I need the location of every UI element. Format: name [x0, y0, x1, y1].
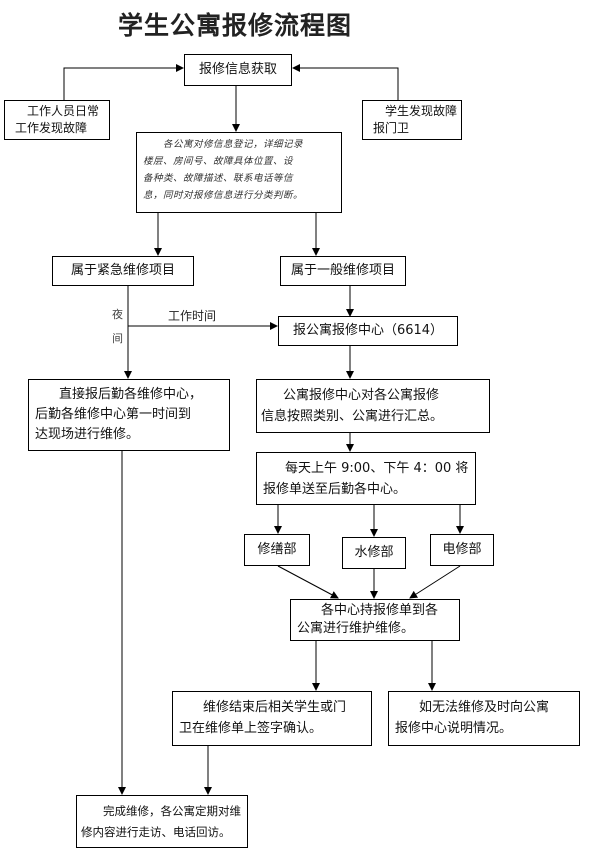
node-student-discovery: 学生发现故障 报门卫	[362, 100, 462, 140]
node-explain: 如无法维修及时向公寓 报修中心说明情况。	[388, 691, 580, 746]
node-maintain: 各中心持报修单到各 公寓进行维护维修。	[290, 599, 460, 641]
node-complete-line-2: 修内容进行走访、电话回访。	[81, 825, 231, 839]
connector-staff-to-info	[63, 64, 184, 100]
node-maintain-line-1: 各中心持报修单到各	[321, 603, 439, 618]
node-direct-report: 直接报后勤各维修中心， 后勤各维修中心第一时间到 达现场进行维修。	[28, 379, 230, 451]
node-confirm: 维修结束后相关学生或门 卫在维修单上签字确认。	[172, 691, 372, 746]
node-dept-water-label: 水修部	[354, 545, 394, 560]
node-dept-repair: 修缮部	[244, 534, 310, 566]
node-report-center-label: 报公寓报修中心（6614）	[292, 323, 444, 338]
node-maintain-line-2: 公寓进行维护维修。	[297, 621, 415, 636]
node-student-line-2: 报门卫	[373, 121, 410, 135]
node-student-line-1: 学生发现故障	[385, 104, 458, 118]
node-summary-line-1: 公寓报修中心对各公寓报修	[283, 388, 440, 403]
node-confirm-line-1: 维修结束后相关学生或门	[203, 700, 347, 715]
node-general: 属于一般维修项目	[280, 256, 406, 286]
connector-student-to-info	[292, 64, 399, 100]
label-work-time: 工作时间	[168, 309, 217, 323]
node-dept-power-label: 电修部	[442, 542, 482, 557]
node-dept-water: 水修部	[342, 537, 406, 569]
node-staff-line-1: 工作人员日常	[27, 104, 100, 118]
node-dept-repair-label: 修缮部	[257, 542, 297, 557]
node-complete-line-1: 完成维修，各公寓定期对维	[103, 804, 241, 818]
connector-power-to-maintain	[409, 565, 461, 599]
node-complete: 完成维修，各公寓定期对维 修内容进行走访、电话回访。	[76, 795, 248, 848]
node-info-acquisition-label: 报修信息获取	[198, 62, 277, 77]
node-daily-line-1: 每天上午 9:00、下午 4：00 将	[285, 461, 469, 476]
node-registration-line-1: 各公寓对修信息登记，详细记录	[163, 139, 304, 150]
label-night-1: 夜	[112, 308, 123, 321]
node-staff-line-2: 工作发现故障	[15, 121, 88, 135]
node-report-center: 报公寓报修中心（6614）	[278, 316, 458, 346]
node-urgent-label: 属于紧急维修项目	[70, 263, 175, 278]
node-summary-line-2: 信息按照类别、公寓进行汇总。	[261, 409, 444, 424]
node-registration-line-3: 备种类、故障描述、联系电话等信	[143, 173, 294, 184]
label-night-2: 间	[112, 332, 123, 345]
node-staff-discovery: 工作人员日常 工作发现故障	[4, 100, 110, 140]
node-explain-line-2: 报修中心说明情况。	[395, 721, 513, 736]
node-direct-line-2: 后勤各维修中心第一时间到	[35, 407, 192, 422]
node-direct-line-1: 直接报后勤各维修中心，	[59, 387, 203, 402]
page-title: 学生公寓报修流程图	[118, 11, 353, 40]
connector-repair-to-maintain	[277, 565, 339, 599]
node-summary: 公寓报修中心对各公寓报修 信息按照类别、公寓进行汇总。	[256, 379, 490, 433]
node-explain-line-1: 如无法维修及时向公寓	[419, 700, 550, 715]
node-confirm-line-2: 卫在维修单上签字确认。	[179, 721, 323, 736]
node-direct-line-3: 达现场进行维修。	[35, 427, 140, 442]
node-daily-delivery: 每天上午 9:00、下午 4：00 将 报修单送至后勤各中心。	[256, 452, 476, 505]
node-dept-power: 电修部	[430, 534, 494, 566]
node-registration-line-4: 息，同时对报修信息进行分类判断。	[143, 190, 304, 201]
node-daily-line-2: 报修单送至后勤各中心。	[263, 482, 407, 497]
node-urgent: 属于紧急维修项目	[52, 256, 194, 286]
node-registration: 各公寓对修信息登记，详细记录 楼层、房间号、故障具体位置、设 备种类、故障描述、…	[136, 132, 342, 213]
node-registration-line-2: 楼层、房间号、故障具体位置、设	[143, 156, 294, 167]
node-general-label: 属于一般维修项目	[290, 263, 395, 278]
node-info-acquisition: 报修信息获取	[184, 54, 292, 86]
